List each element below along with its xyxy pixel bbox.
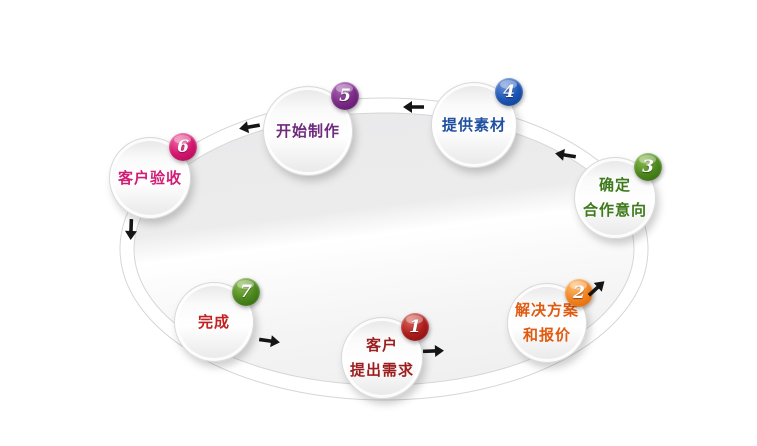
step-bubble-3: 确定 合作意向 3 xyxy=(574,153,662,239)
arrow-step-1-to-2-icon xyxy=(422,344,444,357)
step-7-label: 完成 xyxy=(197,312,230,331)
step-4-number-badge: 4 xyxy=(495,78,523,106)
step-bubble-4: 提供素材 4 xyxy=(431,78,523,168)
step-6-number-badge: 6 xyxy=(169,133,197,161)
step-5-label: 开始制作 xyxy=(275,121,340,140)
step-1-label: 客户 提出需求 xyxy=(349,336,414,379)
arrow-step-7-to-1-icon xyxy=(258,335,280,348)
step-3-label: 确定 合作意向 xyxy=(582,176,647,219)
step-1-number-badge: 1 xyxy=(401,313,429,341)
step-2-label: 解决方案 和报价 xyxy=(514,301,579,344)
step-3-number-badge: 3 xyxy=(634,153,662,181)
step-5-number-badge: 5 xyxy=(331,82,359,110)
step-7-number-badge: 7 xyxy=(232,278,260,306)
step-2-number-badge: 2 xyxy=(565,279,593,307)
arrow-step-6-to-7-icon xyxy=(124,218,137,240)
step-4-label: 提供素材 xyxy=(441,115,506,134)
step-bubble-1: 客户 提出需求 1 xyxy=(341,313,429,399)
step-bubble-7: 完成 7 xyxy=(174,278,260,362)
step-6-label: 客户验收 xyxy=(117,168,182,187)
step-bubble-5: 开始制作 5 xyxy=(263,82,359,176)
arrow-step-4-to-5-icon xyxy=(403,101,424,113)
arrow-step-2-to-3-icon xyxy=(587,281,605,297)
step-bubble-6: 客户验收 6 xyxy=(109,133,197,219)
arrow-step-5-to-6-icon xyxy=(239,121,261,134)
step-bubble-2: 解决方案 和报价 2 xyxy=(507,279,593,363)
arrow-step-3-to-4-icon xyxy=(555,148,577,161)
